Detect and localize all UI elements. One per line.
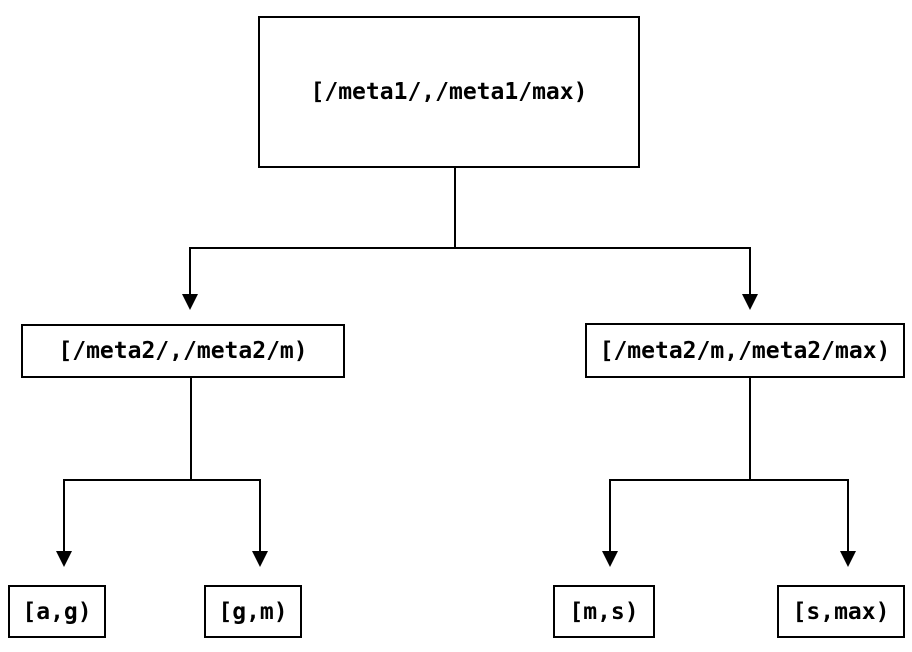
- node-leaf-ag: [a,g): [8, 585, 106, 638]
- arrowhead-down-icon: [252, 551, 268, 567]
- arrowhead-down-icon: [182, 294, 198, 310]
- node-leaf-gm: [g,m): [204, 585, 302, 638]
- node-child-right-label: [/meta2/m,/meta2/max): [599, 337, 891, 364]
- edge-level2-left-connector: [63, 479, 261, 551]
- node-leaf-smax-label: [s,max): [792, 598, 890, 625]
- arrowhead-down-icon: [56, 551, 72, 567]
- node-leaf-gm-label: [g,m): [218, 598, 288, 625]
- node-leaf-ms: [m,s): [553, 585, 655, 638]
- node-leaf-ms-label: [m,s): [569, 598, 639, 625]
- node-leaf-smax: [s,max): [777, 585, 905, 638]
- node-child-left: [/meta2/,/meta2/m): [21, 324, 345, 378]
- node-child-right: [/meta2/m,/meta2/max): [585, 323, 905, 378]
- arrowhead-down-icon: [602, 551, 618, 567]
- arrowhead-down-icon: [742, 294, 758, 310]
- node-root-label: [/meta1/,/meta1/max): [310, 79, 588, 105]
- node-leaf-ag-label: [a,g): [22, 598, 92, 625]
- node-root: [/meta1/,/meta1/max): [258, 16, 640, 168]
- edge-level2-right-connector: [609, 479, 849, 551]
- node-child-left-label: [/meta2/,/meta2/m): [58, 338, 308, 364]
- arrowhead-down-icon: [840, 551, 856, 567]
- edge-level1-connector: [189, 247, 751, 294]
